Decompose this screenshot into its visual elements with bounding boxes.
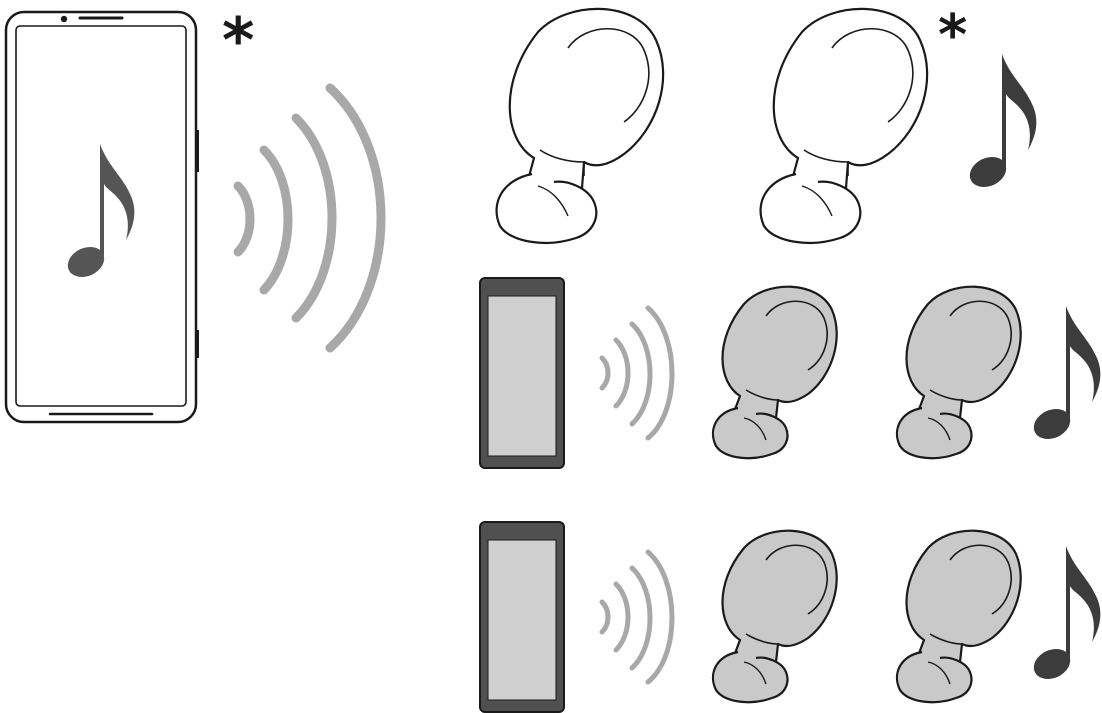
signal-waves-icon	[602, 552, 672, 682]
side-button	[195, 330, 199, 358]
earbud-asterisk: *	[938, 3, 967, 68]
side-button	[195, 130, 199, 172]
earbud-icon	[497, 9, 664, 243]
earbud-icon	[897, 531, 1021, 702]
primary-phone	[6, 12, 199, 422]
music-note-icon	[1029, 546, 1100, 685]
secondary-phone	[480, 278, 564, 468]
music-note-icon	[965, 54, 1036, 193]
secondary-phone	[480, 522, 564, 712]
earbud-icon	[713, 531, 837, 702]
secondary-earbuds	[713, 531, 1021, 702]
primary-asterisk: *	[222, 4, 254, 77]
front-camera-icon	[61, 16, 67, 22]
secondary-earbuds	[713, 287, 1021, 458]
signal-waves-icon	[238, 88, 381, 348]
earbud-icon	[713, 287, 837, 458]
signal-waves-icon	[602, 308, 672, 438]
earbud-icon	[761, 9, 928, 243]
primary-earbuds	[497, 9, 928, 243]
music-note-icon	[1029, 306, 1100, 445]
earbud-icon	[897, 287, 1021, 458]
